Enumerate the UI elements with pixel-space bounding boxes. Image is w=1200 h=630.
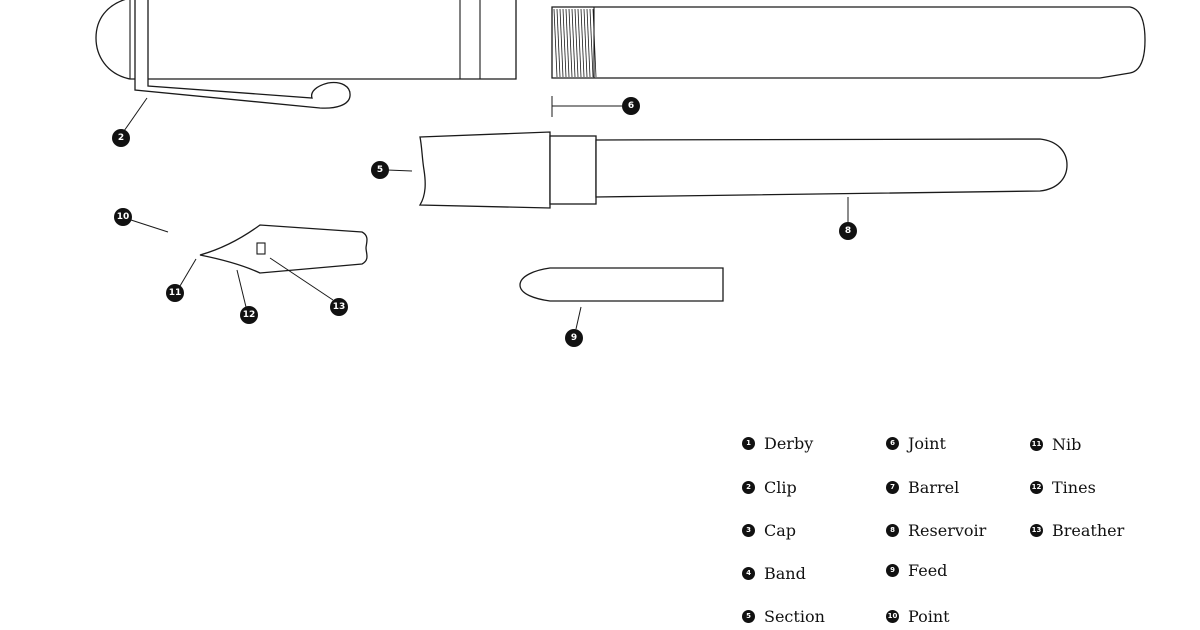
svg-text:12: 12 (243, 310, 256, 320)
pen-feed (519, 267, 724, 302)
pen-clip (134, 0, 351, 109)
svg-text:5: 5 (377, 165, 383, 175)
callout-10: 10 (114, 208, 132, 226)
barrel-threads (553, 8, 597, 78)
pen-barrel (551, 6, 1146, 79)
nib-breather-hole (256, 242, 266, 255)
pen-cap (95, 0, 517, 80)
pen-section (418, 131, 551, 209)
svg-text:6: 6 (628, 101, 634, 111)
callout-6: 6 (622, 97, 640, 115)
svg-text:10: 10 (117, 212, 130, 222)
leader-lines (123, 96, 849, 330)
callout-9: 9 (565, 329, 583, 347)
svg-text:13: 13 (333, 302, 346, 312)
callout-8: 8 (839, 222, 857, 240)
callout-5: 5 (371, 161, 389, 179)
callout-11: 11 (166, 284, 184, 302)
pen-nib (199, 224, 368, 274)
svg-text:8: 8 (845, 226, 851, 236)
callout-13: 13 (330, 298, 348, 316)
svg-text:11: 11 (169, 288, 182, 298)
pen-reservoir (595, 138, 1068, 198)
svg-text:9: 9 (571, 333, 577, 343)
svg-text:2: 2 (118, 133, 124, 143)
pen-joint (549, 135, 597, 205)
callout-2: 2 (112, 129, 130, 147)
callout-12: 12 (240, 306, 258, 324)
